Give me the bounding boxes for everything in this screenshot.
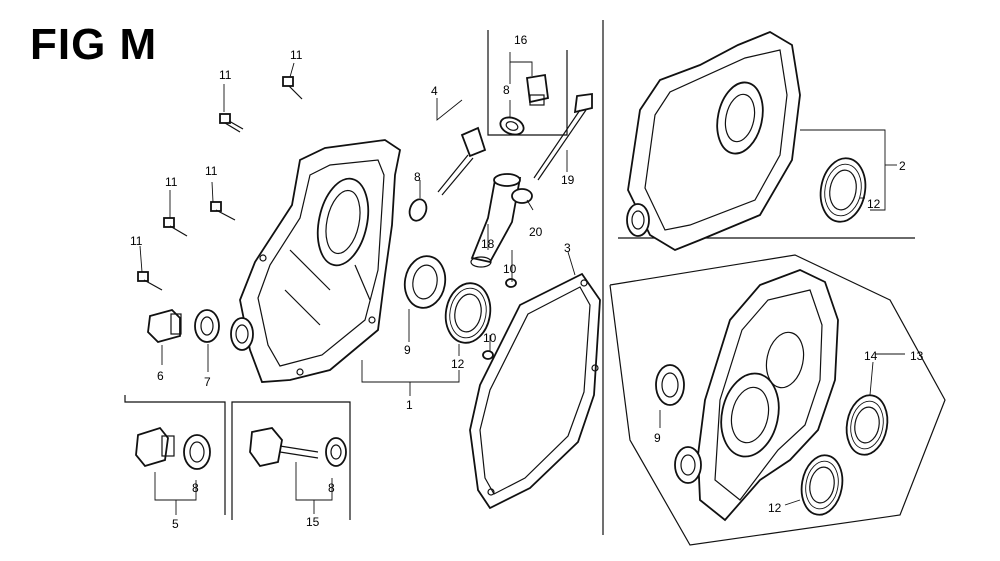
filler-cap-icon[interactable] <box>525 73 549 106</box>
crankcase-assembly-icon[interactable] <box>674 269 839 522</box>
washer-icon[interactable] <box>407 197 430 223</box>
bolt-icon[interactable] <box>137 271 163 291</box>
oil-seal-icon[interactable] <box>401 253 449 311</box>
oil-level-gauge-icon[interactable] <box>533 92 593 181</box>
callout-11: 11 <box>290 48 303 62</box>
callout-15: 15 <box>306 515 320 529</box>
o-ring-icon[interactable] <box>511 188 533 204</box>
dipstick-icon[interactable] <box>437 126 487 196</box>
callout-11: 11 <box>205 164 218 178</box>
callout-14: 14 <box>864 349 878 363</box>
callout-8: 8 <box>503 83 510 97</box>
crankcase-cover[interactable] <box>230 139 402 383</box>
callout-18: 18 <box>481 237 495 251</box>
gasket-icon[interactable] <box>469 272 601 510</box>
dowel-pin-icon[interactable] <box>482 350 494 360</box>
dowel-pin-icon[interactable] <box>505 278 517 288</box>
callout-labels: 11 11 11 11 11 6 7 9 12 1 4 8 18 20 19 3… <box>130 33 924 531</box>
oil-drain-plug-icon[interactable] <box>135 426 175 468</box>
washer-icon[interactable] <box>498 114 526 137</box>
washer-icon[interactable] <box>194 309 220 343</box>
callout-12: 12 <box>768 501 782 515</box>
callout-9: 9 <box>654 431 661 445</box>
bearing-icon[interactable] <box>797 452 847 518</box>
washer-icon[interactable] <box>325 437 347 467</box>
callout-16: 16 <box>514 33 528 47</box>
bearing-icon[interactable] <box>816 155 870 226</box>
callout-11: 11 <box>165 175 178 189</box>
callout-10: 10 <box>503 262 517 276</box>
callout-4: 4 <box>431 84 438 98</box>
callout-1: 1 <box>406 398 413 412</box>
oil-drain-plug-icon[interactable] <box>249 427 319 468</box>
callout-8: 8 <box>192 481 199 495</box>
callout-10: 10 <box>483 331 497 345</box>
callout-3: 3 <box>564 241 571 255</box>
bearing-icon[interactable] <box>441 280 495 347</box>
callout-11: 11 <box>130 234 143 248</box>
oil-filler-neck-icon[interactable] <box>470 173 522 268</box>
leader-lines <box>139 52 905 515</box>
callout-8: 8 <box>414 170 421 184</box>
bolt-icon[interactable] <box>219 113 244 133</box>
callout-8: 8 <box>328 481 335 495</box>
bolt-icon[interactable] <box>210 201 236 221</box>
callout-9: 9 <box>404 343 411 357</box>
figure-title: FIG M <box>30 20 158 69</box>
bearing-icon[interactable] <box>842 392 892 458</box>
callout-6: 6 <box>157 369 164 383</box>
callout-12: 12 <box>867 197 881 211</box>
callout-12: 12 <box>451 357 465 371</box>
crankcase-cover-assembly-icon[interactable] <box>626 30 801 252</box>
callout-2: 2 <box>899 159 906 173</box>
callout-13: 13 <box>910 349 924 363</box>
washer-icon[interactable] <box>183 434 211 470</box>
callout-19: 19 <box>561 173 575 187</box>
callout-11: 11 <box>219 68 232 82</box>
oil-seal-icon[interactable] <box>655 364 685 406</box>
bolt-icon-group <box>137 76 303 291</box>
bolt-icon[interactable] <box>282 76 303 100</box>
callout-7: 7 <box>204 375 211 389</box>
bolt-icon[interactable] <box>163 217 188 237</box>
callout-5: 5 <box>172 517 179 531</box>
oil-drain-plug-icon[interactable] <box>147 308 182 344</box>
callout-20: 20 <box>529 225 543 239</box>
